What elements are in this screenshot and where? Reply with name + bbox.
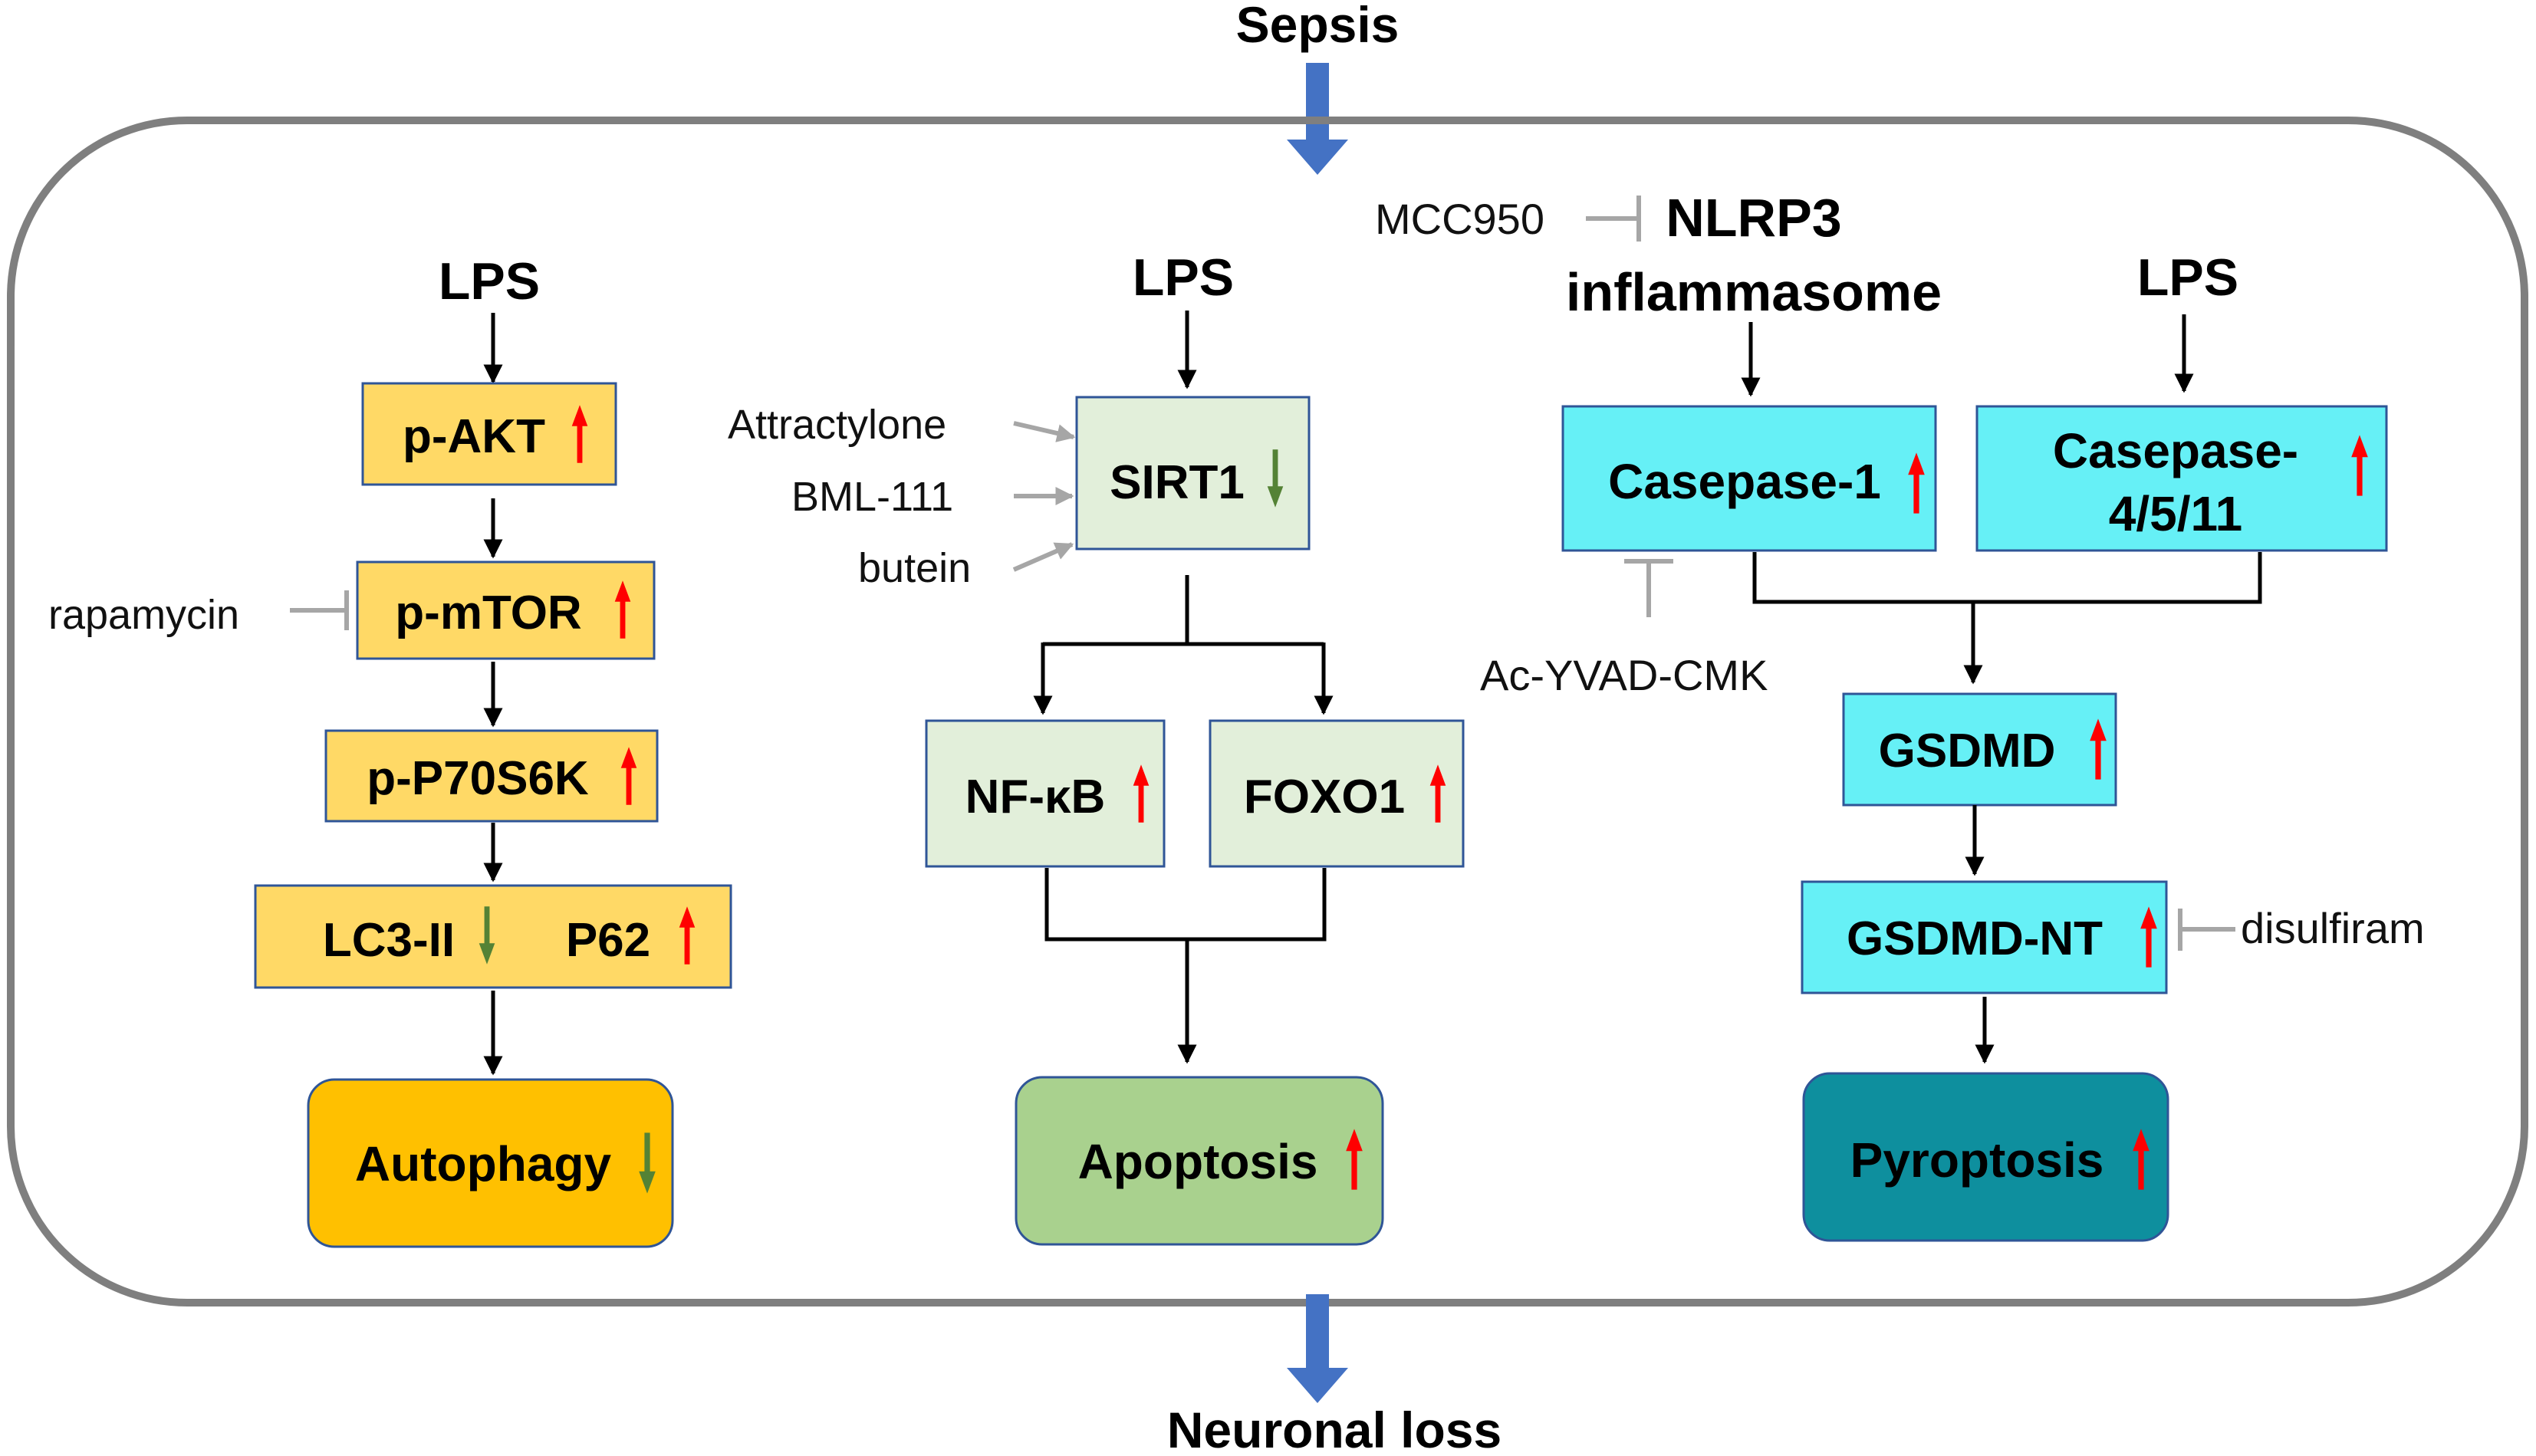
nfkb-box bbox=[925, 719, 1166, 868]
butein-label: butein bbox=[858, 545, 971, 591]
p-p70s6k-label: p-P70S6K bbox=[367, 752, 589, 805]
apoptosis-pathway: LPS SIRT1 Attractylone BML-111 butein NF… bbox=[728, 248, 1465, 1246]
gsdmd-label: GSDMD bbox=[1879, 725, 2056, 777]
foxo1-box bbox=[1209, 719, 1465, 868]
bml-111-label: BML-111 bbox=[791, 474, 953, 520]
casp4-label-line2: 4/5/11 bbox=[2109, 486, 2242, 541]
apoptosis-outcome-box bbox=[1015, 1076, 1384, 1246]
lps-left-label: LPS bbox=[439, 252, 540, 311]
autophagy-label: Autophagy bbox=[355, 1136, 612, 1191]
apoptosis-merge-line bbox=[1044, 868, 1327, 942]
lps-right-label: LPS bbox=[2137, 248, 2238, 307]
sepsis-label: Sepsis bbox=[1236, 0, 1400, 53]
neuronal-loss-label: Neuronal loss bbox=[1167, 1402, 1502, 1456]
gsdmd-nt-box bbox=[1801, 880, 2168, 994]
nfkb-label: NF-κB bbox=[965, 771, 1106, 823]
lc3-ii-label: LC3-II bbox=[323, 914, 455, 967]
autophagy-outcome-box bbox=[307, 1078, 674, 1248]
p-mtor-box bbox=[356, 560, 656, 660]
autophagy-pathway: LPS p-AKT p-mTOR rapamycin p-P70S6K LC3-… bbox=[48, 252, 732, 1248]
pyroptosis-label: Pyroptosis bbox=[1850, 1132, 2104, 1188]
butein-activation-arrow bbox=[1012, 542, 1074, 572]
attractylone-label: Attractylone bbox=[728, 402, 946, 448]
apoptosis-label: Apoptosis bbox=[1078, 1134, 1318, 1189]
caspase-merge-line bbox=[1752, 552, 2262, 604]
ac-yvad-cmk-label: Ac-YVAD-CMK bbox=[1480, 651, 1768, 699]
sirt1-label: SIRT1 bbox=[1110, 456, 1245, 509]
disulfiram-label: disulfiram bbox=[2241, 904, 2425, 952]
foxo1-label: FOXO1 bbox=[1244, 771, 1405, 823]
casp1-label: Casepase-1 bbox=[1608, 454, 1881, 509]
pyroptosis-pathway: MCC950 NLRP3 inflammasome LPS Casepase-1… bbox=[1375, 188, 2425, 1242]
p62-label: P62 bbox=[566, 914, 650, 967]
gsdmd-box bbox=[1842, 692, 2117, 807]
gsdmd-nt-label: GSDMD-NT bbox=[1847, 912, 2103, 965]
neuronal-loss-flow-arrow bbox=[1287, 1294, 1348, 1403]
p-p70s6k-box bbox=[324, 729, 659, 823]
lc3-p62-box bbox=[254, 884, 732, 989]
p-akt-box bbox=[361, 382, 617, 486]
mcc950-label: MCC950 bbox=[1375, 195, 1544, 243]
lps-middle-label: LPS bbox=[1133, 248, 1234, 307]
casp4-box bbox=[1975, 405, 2388, 552]
casp4-label-line1: Casepase- bbox=[2053, 423, 2298, 478]
sirt1-box bbox=[1075, 396, 1311, 551]
nlrp3-label: NLRP3 bbox=[1666, 188, 1841, 248]
casp1-box bbox=[1561, 405, 1937, 552]
p-mtor-label: p-mTOR bbox=[395, 587, 581, 639]
inflammasome-label: inflammasome bbox=[1566, 262, 1942, 322]
rapamycin-label: rapamycin bbox=[48, 592, 239, 638]
attractylone-activation-arrow bbox=[1013, 421, 1076, 442]
cell-frame bbox=[7, 117, 2528, 1306]
p-akt-label: p-AKT bbox=[403, 410, 545, 463]
pyroptosis-outcome-box bbox=[1802, 1072, 2169, 1242]
